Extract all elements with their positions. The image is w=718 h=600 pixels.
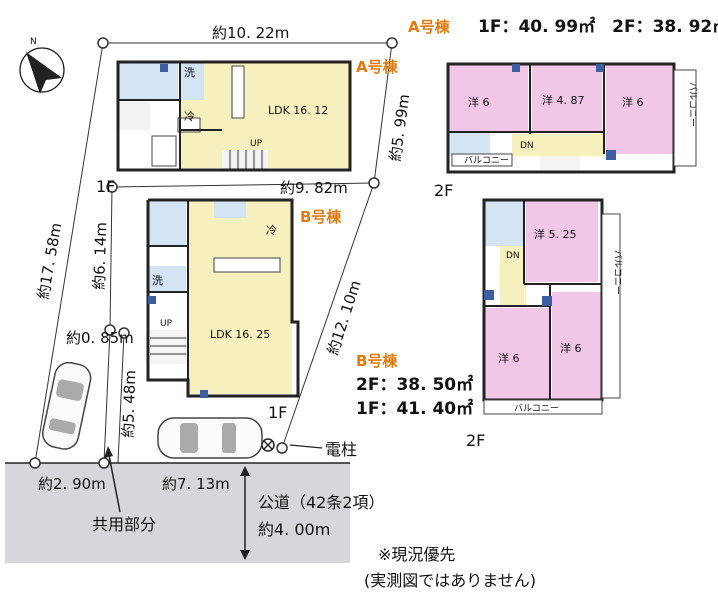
building-b-bedroom-3-label: 洋 6 xyxy=(560,341,582,355)
dim-middle: 約9. 82m xyxy=(280,179,348,197)
building-a-bedroom-3 xyxy=(606,64,674,154)
shared-part: 共用部分 xyxy=(92,446,156,534)
building-b-2f: 洋 5. 25 洋 6 洋 6 DN バルコニー バルコニー 2F xyxy=(466,198,623,450)
road-width: 約4. 00m xyxy=(258,520,330,539)
road-label: 公道（42条2項） xyxy=(258,493,385,512)
building-b-area-title: B号棟 xyxy=(356,352,398,370)
dim-frontage-left: 約2. 90m xyxy=(38,475,106,493)
dim-frontage-right: 約7. 13m xyxy=(162,475,230,493)
building-a-dn: DN xyxy=(520,141,534,151)
building-b-bedroom-2 xyxy=(484,308,550,400)
building-b-hall xyxy=(500,246,526,306)
note-not-survey: (実測図ではありません) xyxy=(364,571,536,590)
dim-right-lower: 約12. 10m xyxy=(324,278,365,357)
building-a-bedroom-3-label: 洋 6 xyxy=(622,95,644,109)
building-b-bath xyxy=(148,202,186,246)
building-b-up: UP xyxy=(160,319,173,329)
building-b-ldk xyxy=(188,200,292,394)
building-a-wash: 洗 xyxy=(184,66,195,79)
pillar xyxy=(596,64,604,72)
car-icon xyxy=(157,417,263,459)
building-a-balcony-right xyxy=(673,69,697,167)
shared-part-label: 共用部分 xyxy=(92,515,156,534)
compass-north: N xyxy=(30,37,37,47)
pillar xyxy=(606,150,616,160)
building-a-1f: 洗 冷 LDK 16. 12 UP 1F xyxy=(96,60,352,196)
car-icon xyxy=(41,361,92,450)
building-a-balcony-label: バルコニー xyxy=(464,155,509,166)
building-a-ldk-label: LDK 16. 12 xyxy=(268,104,328,117)
pillar xyxy=(484,290,494,300)
building-a-name: A号棟 xyxy=(356,58,399,76)
dim-top: 約10. 22m xyxy=(212,24,289,42)
building-b-stair xyxy=(150,330,186,364)
building-b-ldk-label: LDK 16. 25 xyxy=(210,328,270,341)
building-b-balcony-side-label: バルコニー xyxy=(612,250,623,295)
building-a-areas: 1F：40. 99㎡ 2F：38. 92㎡ xyxy=(478,16,718,37)
building-b-dn: DN xyxy=(506,251,520,261)
building-a-bedroom-1-label: 洋 6 xyxy=(468,95,490,109)
building-b-fridge: 冷 xyxy=(266,224,277,237)
building-a-bedroom-1 xyxy=(448,64,528,132)
building-b-kitchen xyxy=(213,257,281,273)
building-a-title: A号棟 xyxy=(408,18,451,36)
building-a-fridge: 冷 xyxy=(184,110,195,123)
building-b-area-2f: 2F：38. 50㎡ xyxy=(356,374,473,395)
building-b-bedroom-3 xyxy=(552,292,602,400)
building-b-2f-label: 2F xyxy=(466,431,485,450)
building-b-wash: 洗 xyxy=(152,274,163,287)
building-a-2f-stair xyxy=(540,156,580,172)
building-a-bedroom-2-label: 洋 4. 87 xyxy=(542,93,585,107)
middle-boundary-line xyxy=(111,182,375,188)
building-b-1f-label: 1F xyxy=(268,403,287,422)
building-a-2f-toilet xyxy=(448,132,490,156)
pillar xyxy=(542,296,552,306)
building-a-balcony-bottom xyxy=(451,153,513,167)
building-a-toilet xyxy=(180,62,204,100)
building-a-entry xyxy=(118,100,150,130)
north-arrow-icon xyxy=(26,52,62,94)
pillar xyxy=(512,64,520,72)
building-a-up: UP xyxy=(250,139,263,149)
building-a-1f-label: 1F xyxy=(96,177,115,196)
dim-left: 約17. 58m xyxy=(34,221,65,300)
building-a-2f-label: 2F xyxy=(434,181,453,200)
building-b-bedroom-1-label: 洋 5. 25 xyxy=(534,227,577,241)
building-a-bath xyxy=(118,62,178,100)
dim-right-upper: 約5. 99m xyxy=(386,93,413,163)
building-a-hall xyxy=(512,134,606,156)
pillar xyxy=(200,390,208,398)
note-current-priority: ※現況優先 xyxy=(378,545,455,564)
building-b-balcony-label: バルコニー xyxy=(514,403,559,414)
building-a-stair xyxy=(222,150,268,170)
building-b-toilet xyxy=(214,200,246,218)
building-b-area-1f: 1F：41. 40㎡ xyxy=(356,398,473,419)
dim-inner-left: 約6. 14m xyxy=(90,222,110,290)
pillar xyxy=(160,64,168,72)
road-area xyxy=(5,463,350,563)
building-b-wash-room xyxy=(148,266,186,292)
building-b-1f: 冷 洗 UP LDK 16. 25 1F xyxy=(146,198,300,422)
utility-pole: 電柱 xyxy=(261,438,357,459)
compass: N xyxy=(19,37,65,94)
building-a-bedroom-2 xyxy=(532,64,602,132)
building-b-name: B号棟 xyxy=(300,208,342,226)
building-b-balcony-right xyxy=(601,213,621,399)
dim-driveway-length: 約5. 48m xyxy=(119,370,139,438)
dim-driveway-width: 約0. 85m xyxy=(66,329,134,347)
building-b-balcony-bottom xyxy=(483,399,603,415)
building-a-kitchen xyxy=(231,65,245,119)
building-a-balcony-side-label: バルコニー xyxy=(687,82,698,127)
public-road: 公道（42条2項） 約4. 00m xyxy=(5,462,385,563)
building-a-2f: 洋 6 洋 4. 87 洋 6 DN バルコニー バルコニー 2F xyxy=(434,62,698,200)
building-b-bedroom-2-label: 洋 6 xyxy=(498,351,520,365)
utility-pole-label: 電柱 xyxy=(325,440,357,459)
pillar xyxy=(148,296,156,304)
building-b-2f-toilet xyxy=(484,200,524,246)
building-b-bedroom-1 xyxy=(526,200,598,282)
